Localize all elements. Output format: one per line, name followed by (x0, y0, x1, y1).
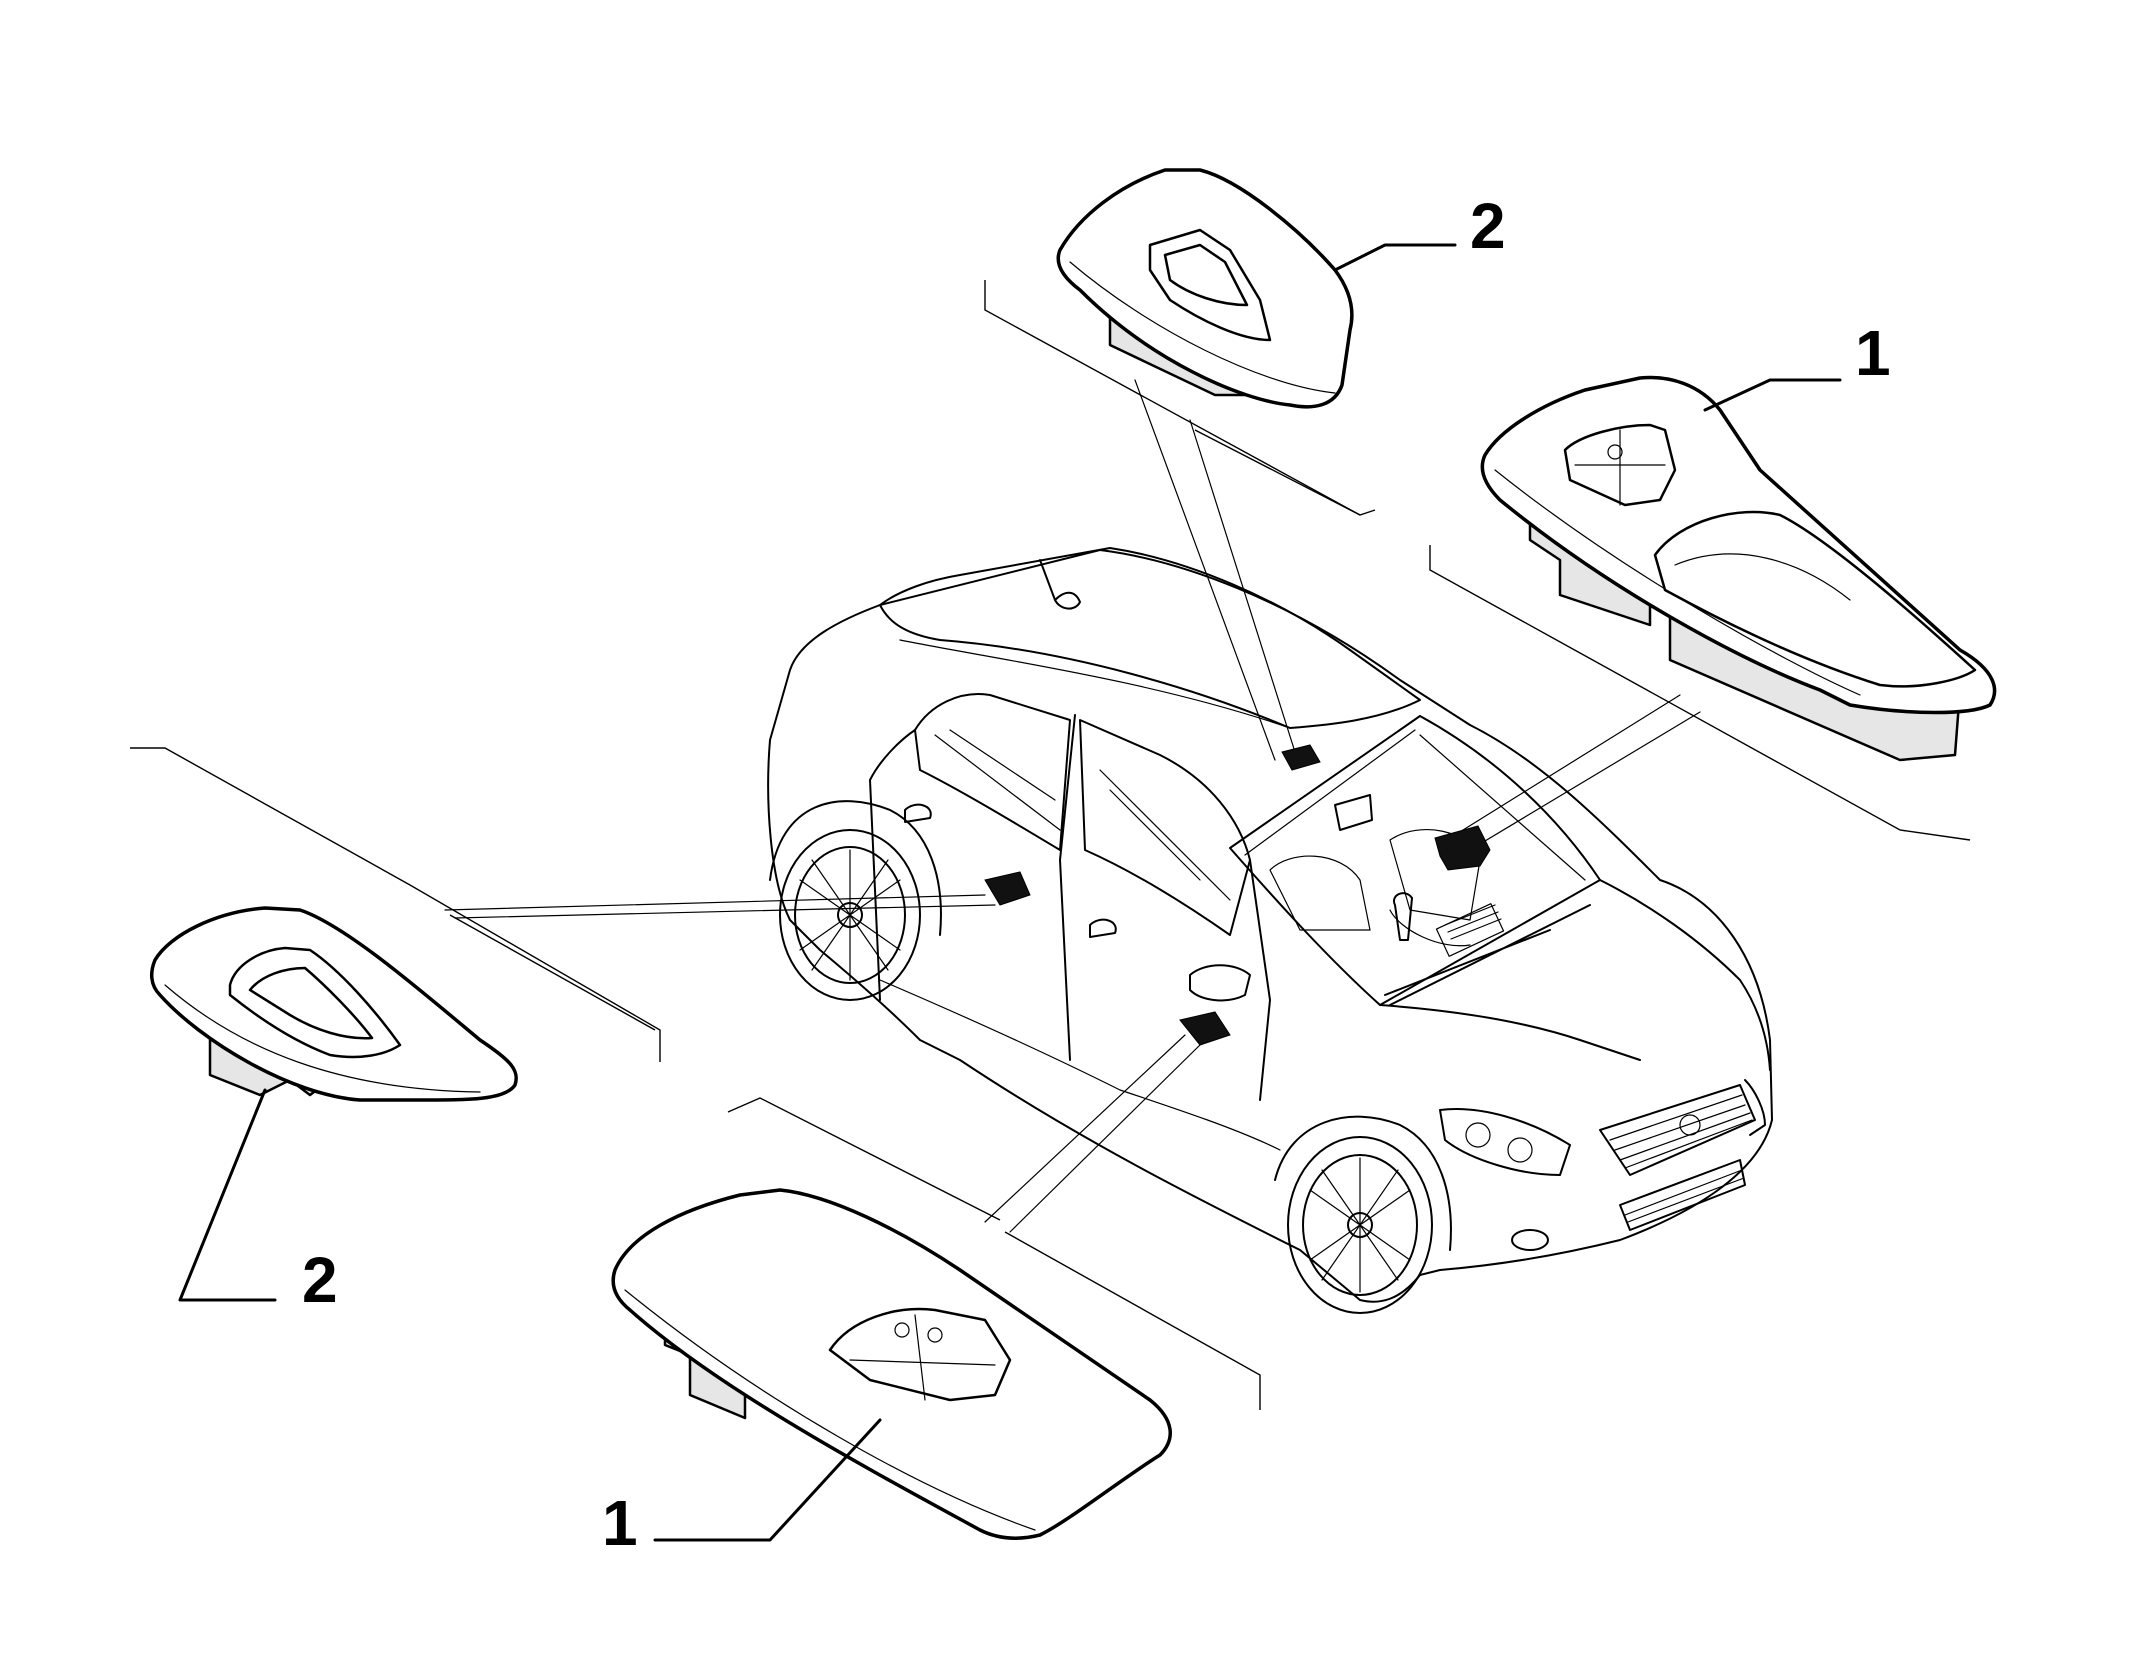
guide-lines (130, 280, 1971, 1410)
front-wheel (1287, 1136, 1433, 1314)
window-switch-double-bottom (611, 1188, 1172, 1541)
callout-leader-top (1333, 243, 1457, 272)
window-switch-single-left (149, 906, 518, 1102)
window-switch-single-top (1056, 168, 1354, 409)
callout-leader-bottom (653, 1418, 882, 1542)
switch-location-front-right (1434, 825, 1491, 871)
callout-label-top: 2 (1470, 190, 1506, 262)
callout-label-left: 2 (302, 1244, 338, 1316)
car-illustration (767, 547, 1773, 1314)
callout-leader-left (178, 1088, 277, 1302)
switch-location-front-left (1179, 1011, 1231, 1046)
switch-location-roof (1281, 744, 1321, 771)
callout-label-right: 1 (1855, 317, 1891, 389)
window-switch-double-right (1480, 375, 1997, 762)
switch-location-rear-left (984, 871, 1031, 906)
callout-label-bottom: 1 (602, 1487, 638, 1559)
callout-leader-right (1703, 378, 1842, 412)
rear-wheel (779, 829, 921, 1001)
